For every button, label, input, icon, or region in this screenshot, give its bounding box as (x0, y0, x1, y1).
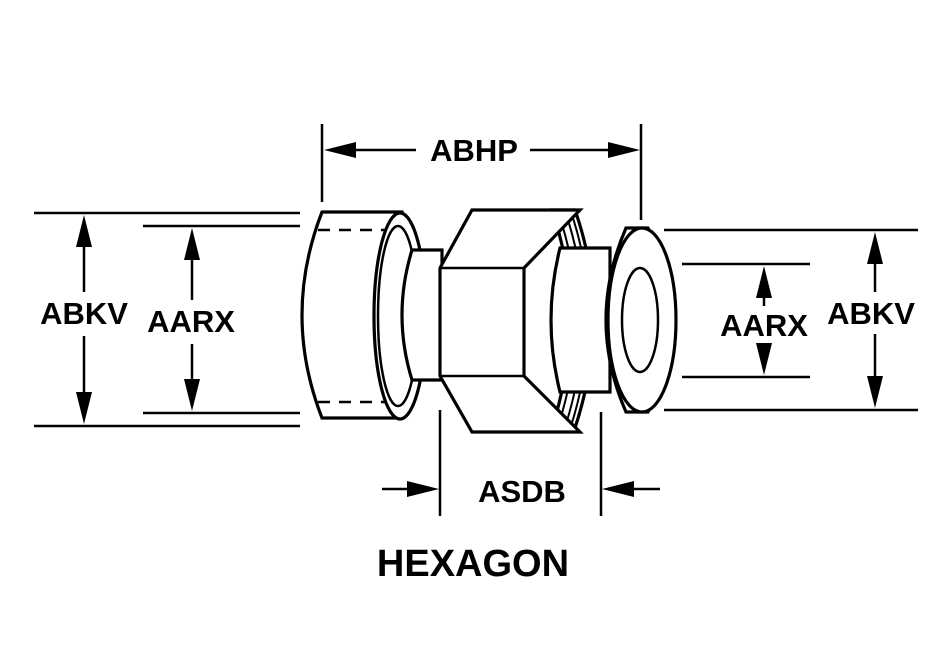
label-abhp: ABHP (430, 133, 518, 168)
label-abkv-left: ABKV (40, 296, 128, 331)
dimension-aarx-left (184, 228, 200, 411)
dimension-abkv-right (867, 232, 883, 408)
dimension-abkv-left (76, 215, 92, 424)
label-aarx-right: AARX (720, 308, 808, 343)
extension-lines (34, 124, 918, 516)
dimension-abhp (324, 142, 640, 158)
label-abkv-right: ABKV (827, 296, 915, 331)
dimension-aarx-right (756, 266, 772, 375)
dimension-asdb (382, 481, 660, 497)
label-asdb: ASDB (478, 474, 566, 509)
left-sleeve (300, 210, 444, 421)
label-aarx-left: AARX (147, 304, 235, 339)
right-end (549, 226, 678, 414)
caption-hexagon: HEXAGON (377, 543, 569, 585)
